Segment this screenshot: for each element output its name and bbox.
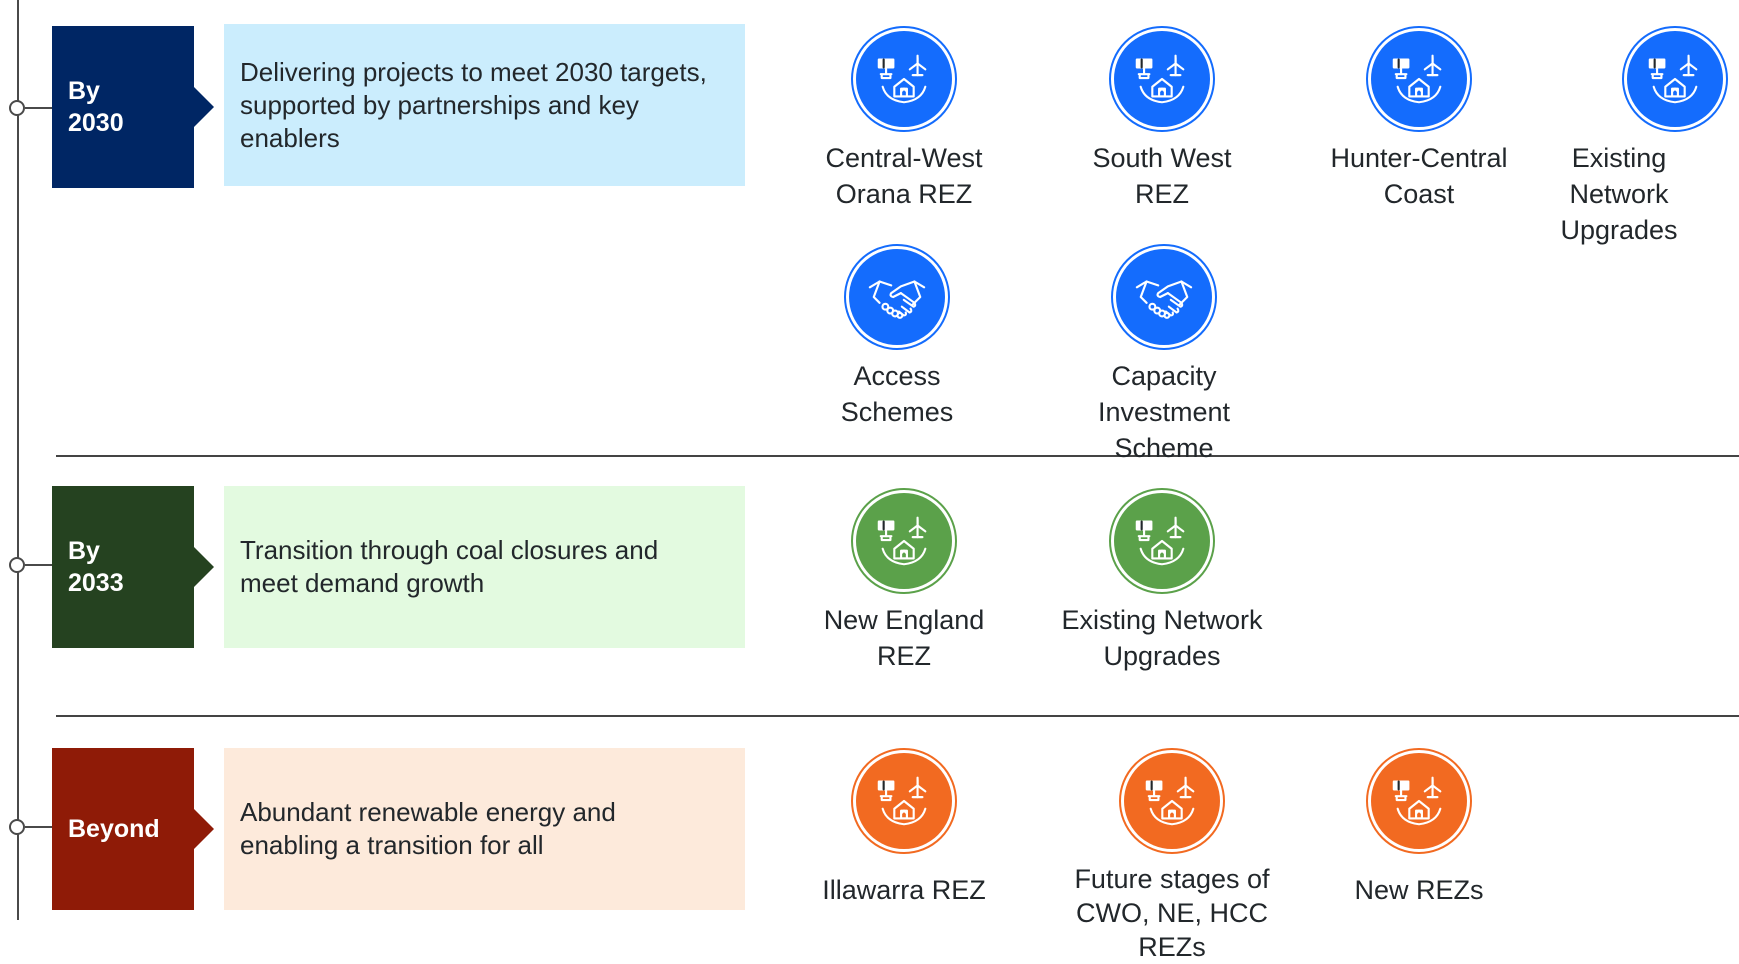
project-label: Illawarra REZ [822,875,986,905]
handshake-icon [1111,244,1217,350]
project-access-schemes: Access Schemes [777,244,1017,430]
project-label: New REZs [1354,875,1484,905]
timeline-node-2033 [9,557,25,573]
project-existing-network-upgrades-2033: Existing Network Upgrades [1042,488,1282,674]
project-existing-network-upgrades: Existing Network Upgrades [1499,26,1728,248]
project-label: Existing Network Upgrades [1061,605,1263,671]
era-description-text: Abundant renewable energy and enabling a… [240,797,616,860]
project-future-stages: Future stages of CWO, NE, HCC REZs [1052,748,1292,964]
renewable-energy-zone-icon [1366,748,1472,854]
project-label: Central-West Orana REZ [825,143,983,209]
era-label-line: Beyond [68,815,160,843]
project-new-rezs: New REZs [1299,748,1539,908]
project-label: Existing Network Upgrades [1560,143,1678,245]
renewable-energy-zone-icon [1366,26,1472,132]
timeline-line [17,0,19,920]
era-label-by-2033: By 2033 [52,486,214,648]
row-divider [56,455,1739,457]
renewable-energy-zone-icon [851,26,957,132]
project-illawarra-rez: Illawarra REZ [784,748,1024,908]
project-label: New England REZ [823,605,985,671]
project-hunter-central-coast: Hunter-Central Coast [1299,26,1539,212]
renewable-energy-zone-icon [1119,748,1225,854]
timeline-node-2030 [9,100,25,116]
era-description-text: Transition through coal closures and mee… [240,535,659,598]
timeline-tick-2033 [25,564,53,566]
renewable-energy-zone-icon [1109,26,1215,132]
project-central-west-orana-rez: Central-West Orana REZ [784,26,1024,212]
timeline-tick-beyond [25,826,53,828]
era-description-text: Delivering projects to meet 2030 targets… [240,56,707,153]
project-label: Access Schemes [840,361,954,427]
era-label-line: By [68,77,100,105]
renewable-energy-zone-icon [1622,26,1728,132]
project-label: Future stages of CWO, NE, HCC REZs [1074,864,1270,962]
project-label: Capacity Investment Scheme [1097,361,1231,463]
timeline-tick-2030 [25,107,53,109]
era-description-by-2030: Delivering projects to meet 2030 targets… [224,24,745,186]
renewable-energy-zone-icon [851,748,957,854]
project-label: South West REZ [1092,143,1232,209]
project-label: Hunter-Central Coast [1330,143,1508,209]
handshake-icon [844,244,950,350]
era-label-beyond: Beyond [52,748,214,910]
renewable-energy-zone-icon [1109,488,1215,594]
era-description-by-2033: Transition through coal closures and mee… [224,486,745,648]
era-label-line: 2033 [68,569,124,597]
era-label-by-2030: By 2030 [52,26,214,188]
era-label-line: 2030 [68,109,124,137]
project-capacity-investment-scheme: Capacity Investment Scheme [1044,244,1284,466]
project-new-england-rez: New England REZ [784,488,1024,674]
project-south-west-rez: South West REZ [1042,26,1282,212]
timeline-node-beyond [9,819,25,835]
renewable-energy-zone-icon [851,488,957,594]
era-label-line: By [68,537,100,565]
era-description-beyond: Abundant renewable energy and enabling a… [224,748,745,910]
row-divider [56,715,1739,717]
